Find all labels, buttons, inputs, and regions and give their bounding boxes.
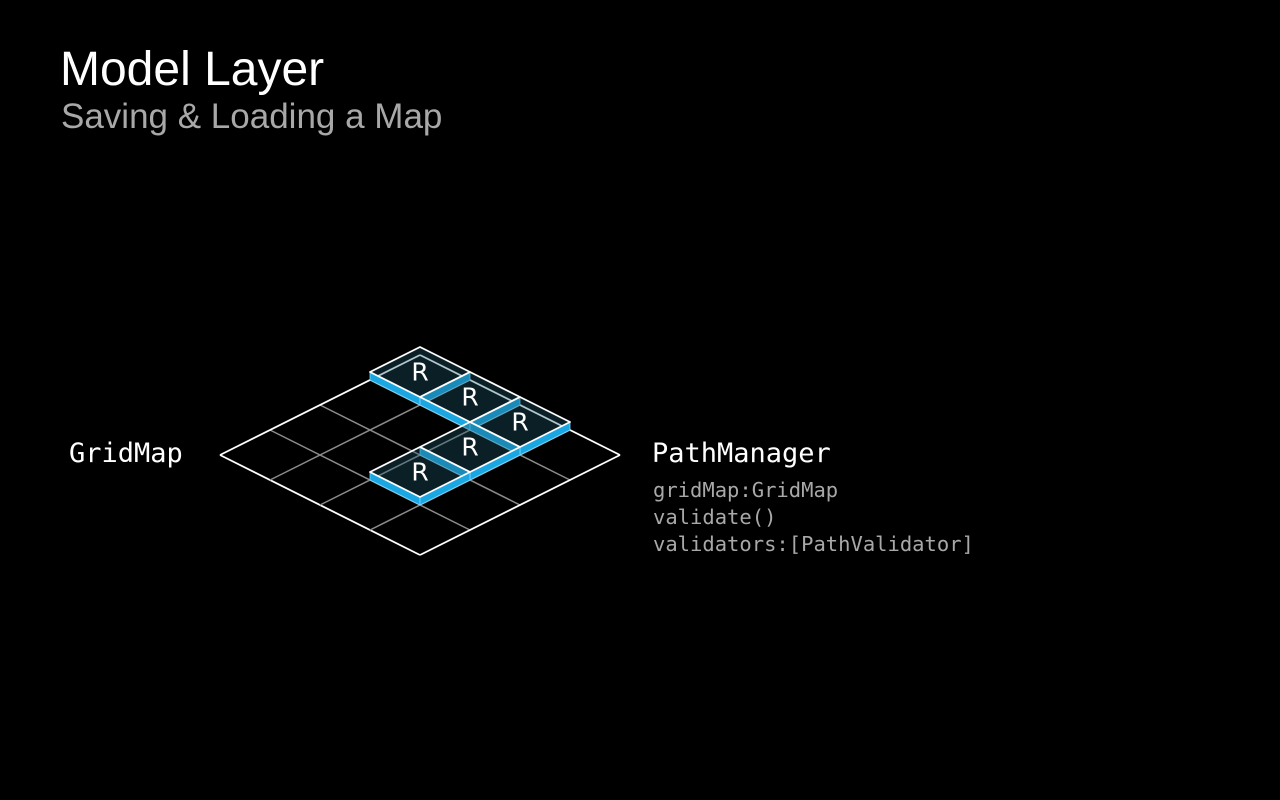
pathmanager-properties: gridMap:GridMap validate() validators:[P… bbox=[653, 477, 974, 558]
path-tile: R bbox=[369, 446, 471, 506]
tile-label: R bbox=[511, 408, 528, 437]
pathmanager-label: PathManager bbox=[652, 438, 831, 469]
tile-label: R bbox=[461, 433, 478, 462]
gridmap-label: GridMap bbox=[69, 438, 183, 469]
tile-label: R bbox=[411, 458, 428, 487]
property-validators: validators:[PathValidator] bbox=[653, 532, 974, 556]
grid-border-line bbox=[419, 454, 621, 556]
tile-label: R bbox=[461, 383, 478, 412]
grid-border-line bbox=[219, 354, 421, 456]
tile-label: R bbox=[411, 358, 428, 387]
property-gridmap: gridMap:GridMap bbox=[653, 478, 839, 502]
slide-title: Model Layer bbox=[60, 43, 325, 96]
tile-top-face bbox=[369, 446, 471, 498]
slide-subtitle: Saving & Loading a Map bbox=[61, 97, 443, 136]
property-validate: validate() bbox=[653, 505, 777, 529]
